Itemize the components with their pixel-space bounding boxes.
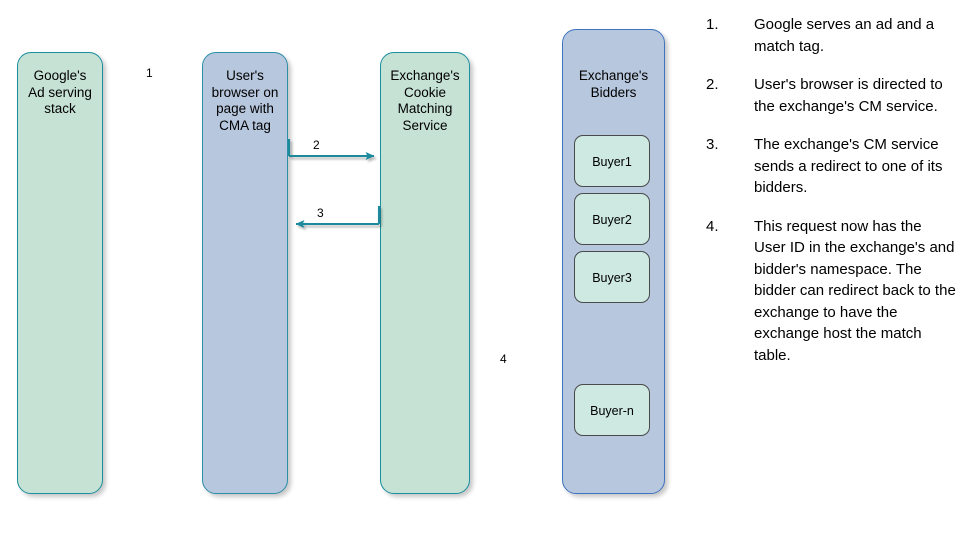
step-item-1: 1. Google serves an ad and a match tag.: [706, 14, 956, 57]
step-item-1-text: Google serves an ad and a match tag.: [754, 16, 935, 55]
buyer-chip-buyer3-label: Buyer3: [592, 271, 632, 285]
buyer-chip-buyer3[interactable]: Buyer3: [574, 251, 650, 303]
step-item-4-number: 4.: [706, 217, 719, 235]
buyer-chip-buyer2[interactable]: Buyer2: [574, 193, 650, 245]
arrow-2-label: 2: [313, 138, 320, 152]
buyer-chip-buyer1-label: Buyer1: [592, 155, 632, 169]
step-item-2-number: 2.: [706, 76, 719, 93]
step-list: 1. Google serves an ad and a match tag. …: [706, 14, 956, 383]
arrow-3: [295, 206, 381, 228]
lane-exchange-cookie-matching-service-label: Exchange's Cookie Matching Service: [390, 68, 460, 133]
lane-google-ad-serving-stack-label: Google's Ad serving stack: [28, 68, 92, 116]
lane-exchange-cookie-matching-service: Exchange's Cookie Matching Service: [380, 52, 470, 494]
buyer-chip-buyer-n[interactable]: Buyer-n: [574, 384, 650, 436]
lane-exchange-bidders: Exchange's Bidders Buyer1 Buyer2 Buyer3 …: [562, 29, 665, 494]
lane-exchange-bidders-label: Exchange's Bidders: [578, 68, 649, 100]
step-item-4-text: This request now has the User ID in the …: [754, 217, 956, 364]
arrow-1-label: 1: [146, 66, 153, 80]
buyer-chip-buyer-n-label: Buyer-n: [590, 404, 634, 418]
step-item-3-text: The exchange's CM service sends a redire…: [754, 136, 943, 196]
step-item-3-number: 3.: [706, 136, 719, 153]
step-item-1-number: 1.: [706, 16, 719, 33]
step-item-2-text: User's browser is directed to the exchan…: [754, 76, 943, 115]
arrow-3-label: 3: [317, 206, 324, 220]
lane-user-browser-label: User's browser on page with CMA tag: [211, 68, 279, 133]
step-item-3: 3. The exchange's CM service sends a red…: [706, 134, 956, 199]
lane-user-browser: User's browser on page with CMA tag: [202, 52, 288, 494]
arrow-4-label: 4: [500, 352, 507, 366]
buyer-chip-buyer2-label: Buyer2: [592, 213, 632, 227]
step-item-4: 4. This request now has the User ID in t…: [706, 216, 956, 367]
lane-google-ad-serving-stack: Google's Ad serving stack: [17, 52, 103, 494]
step-item-2: 2. User's browser is directed to the exc…: [706, 74, 956, 117]
arrow-2: [287, 139, 375, 160]
buyer-chip-buyer1[interactable]: Buyer1: [574, 135, 650, 187]
